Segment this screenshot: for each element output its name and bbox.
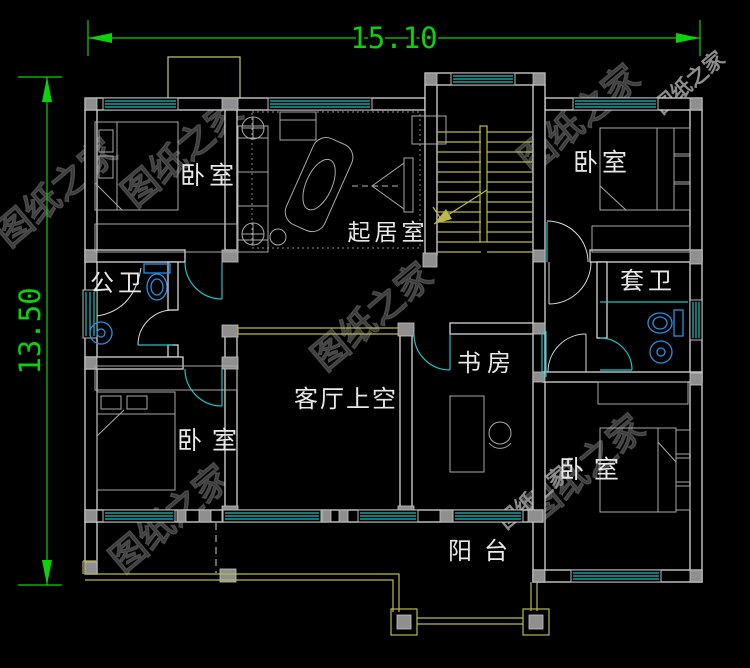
room-label-living-room: 起居室 (348, 220, 429, 246)
stair-railing (479, 125, 488, 243)
sofa-set-living (237, 111, 447, 253)
roof-flue-outline (167, 56, 241, 99)
window (102, 509, 176, 523)
furniture (89, 111, 691, 513)
study-furniture (449, 395, 512, 473)
balcony-column (390, 608, 418, 636)
window (357, 509, 419, 523)
window-interior (541, 331, 547, 377)
dimension-top: 15.10 (87, 19, 701, 58)
tv-panel (403, 157, 414, 213)
window (570, 569, 662, 583)
room-label-balcony: 阳台 (448, 537, 520, 565)
window (689, 299, 703, 341)
side-table (269, 228, 287, 246)
balcony-column (522, 608, 550, 636)
wardrobe (591, 225, 691, 253)
window (222, 509, 322, 523)
desk (449, 395, 485, 473)
wardrobe (94, 223, 238, 253)
watermark-text: 图纸之家 (304, 255, 441, 379)
room-label-bedroom-top-right: 卧室 (573, 148, 631, 177)
toilet (673, 309, 684, 337)
door-bath-public (137, 309, 174, 346)
window (452, 509, 524, 523)
bath-ensuite-fixtures (647, 309, 684, 364)
bed-bottom-left (94, 365, 238, 491)
door-corridor-right (548, 261, 592, 305)
windows (82, 72, 703, 583)
room-label-living-void: 客厅上空 (294, 385, 398, 413)
room-labels: 卧室 起居室 卧室 公卫 套卫 客厅上空 书房 卧室 卧室 阳台 (90, 148, 676, 565)
dimension-top-value: 15.10 (350, 21, 437, 55)
room-label-study: 书房 (457, 349, 517, 377)
chair (488, 421, 512, 445)
room-label-bath-public: 公卫 (90, 269, 146, 297)
bed-bottom-right (597, 381, 691, 513)
door-bedroom-top-right (546, 220, 589, 263)
window (82, 289, 98, 339)
bed-top-right (591, 127, 691, 253)
watermarks: 图纸之家 图纸之家 图纸之家 图纸之家 图纸之家 图纸之家 图纸之家 图纸之家 (0, 46, 730, 582)
balcony-structure (82, 523, 550, 636)
bath-public-fixtures (89, 263, 171, 345)
dimension-left-value: 13.50 (13, 287, 47, 374)
door-bath-ensuite (599, 337, 633, 371)
room-label-bedroom-bottom-right: 卧室 (559, 455, 629, 484)
columns (84, 72, 703, 583)
door-bedroom-top-left (184, 261, 223, 300)
dimension-left: 13.50 (11, 76, 62, 586)
shower-screen-curve (96, 267, 142, 317)
staircase (432, 125, 533, 253)
watermark-text: 图纸之家 (0, 131, 125, 255)
bed-top-left (94, 121, 238, 253)
wardrobe (94, 365, 238, 391)
sink (89, 321, 113, 345)
window (572, 97, 659, 111)
door-bedroom-bottom-left (184, 368, 223, 407)
sink (649, 340, 673, 364)
doors (96, 220, 633, 407)
toilet (143, 263, 171, 274)
door-bedroom-bottom-right (547, 333, 587, 373)
door-study (413, 333, 451, 371)
void-railing (237, 327, 398, 335)
window (102, 97, 179, 111)
room-label-bedroom-bottom-left: 卧室 (177, 426, 247, 455)
room-label-bedroom-top-left: 卧室 (180, 161, 238, 190)
window (267, 97, 373, 111)
rug (251, 111, 421, 249)
wardrobe (597, 381, 689, 405)
room-label-bath-ensuite: 套卫 (620, 267, 676, 295)
window (450, 72, 516, 86)
